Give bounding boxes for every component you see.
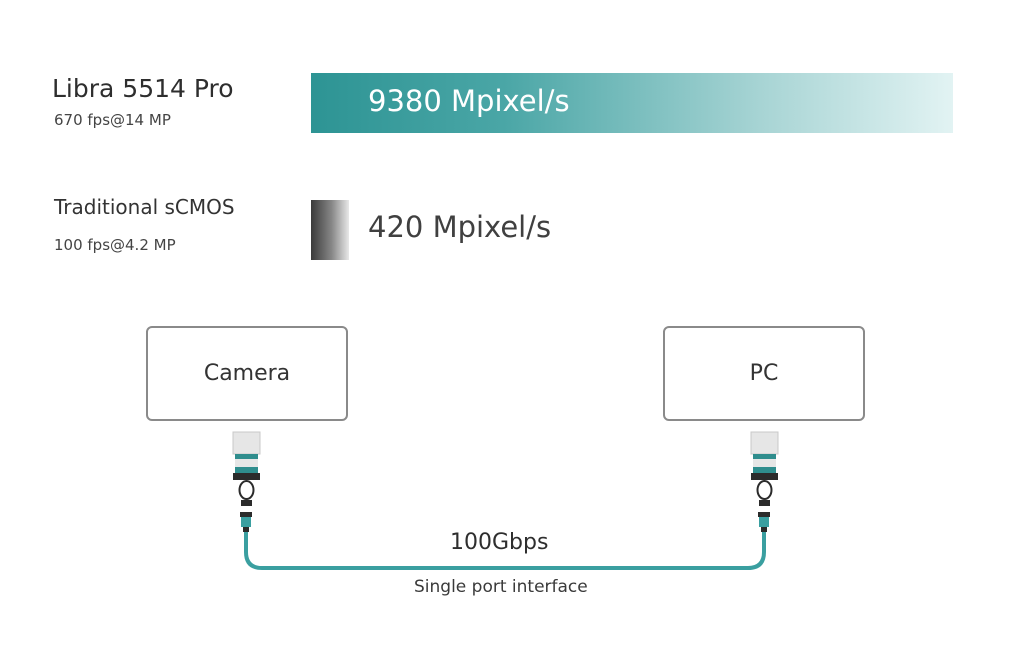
fiber-connector-icon	[240, 512, 252, 532]
pc-label: PC	[749, 361, 779, 386]
libra-throughput-bar	[311, 73, 953, 133]
transceiver-icon	[232, 431, 261, 506]
traditional-throughput-bar	[311, 200, 349, 260]
link-speed-label: 100Gbps	[450, 530, 549, 555]
transceiver-icon	[750, 431, 779, 506]
traditional-throughput-label: 420 Mpixel/s	[368, 210, 552, 244]
traditional-spec: 100 fps@4.2 MP	[54, 236, 176, 254]
libra-throughput-label: 9380 Mpixel/s	[368, 84, 570, 118]
traditional-name: Traditional sCMOS	[54, 195, 235, 219]
libra-spec: 670 fps@14 MP	[54, 111, 171, 129]
fiber-cable	[244, 526, 766, 570]
link-description-label: Single port interface	[414, 577, 588, 597]
camera-box: Camera	[146, 326, 348, 421]
pc-box: PC	[663, 326, 865, 421]
fiber-connector-icon	[758, 512, 770, 532]
camera-label: Camera	[203, 361, 291, 386]
libra-name: Libra 5514 Pro	[52, 74, 234, 103]
